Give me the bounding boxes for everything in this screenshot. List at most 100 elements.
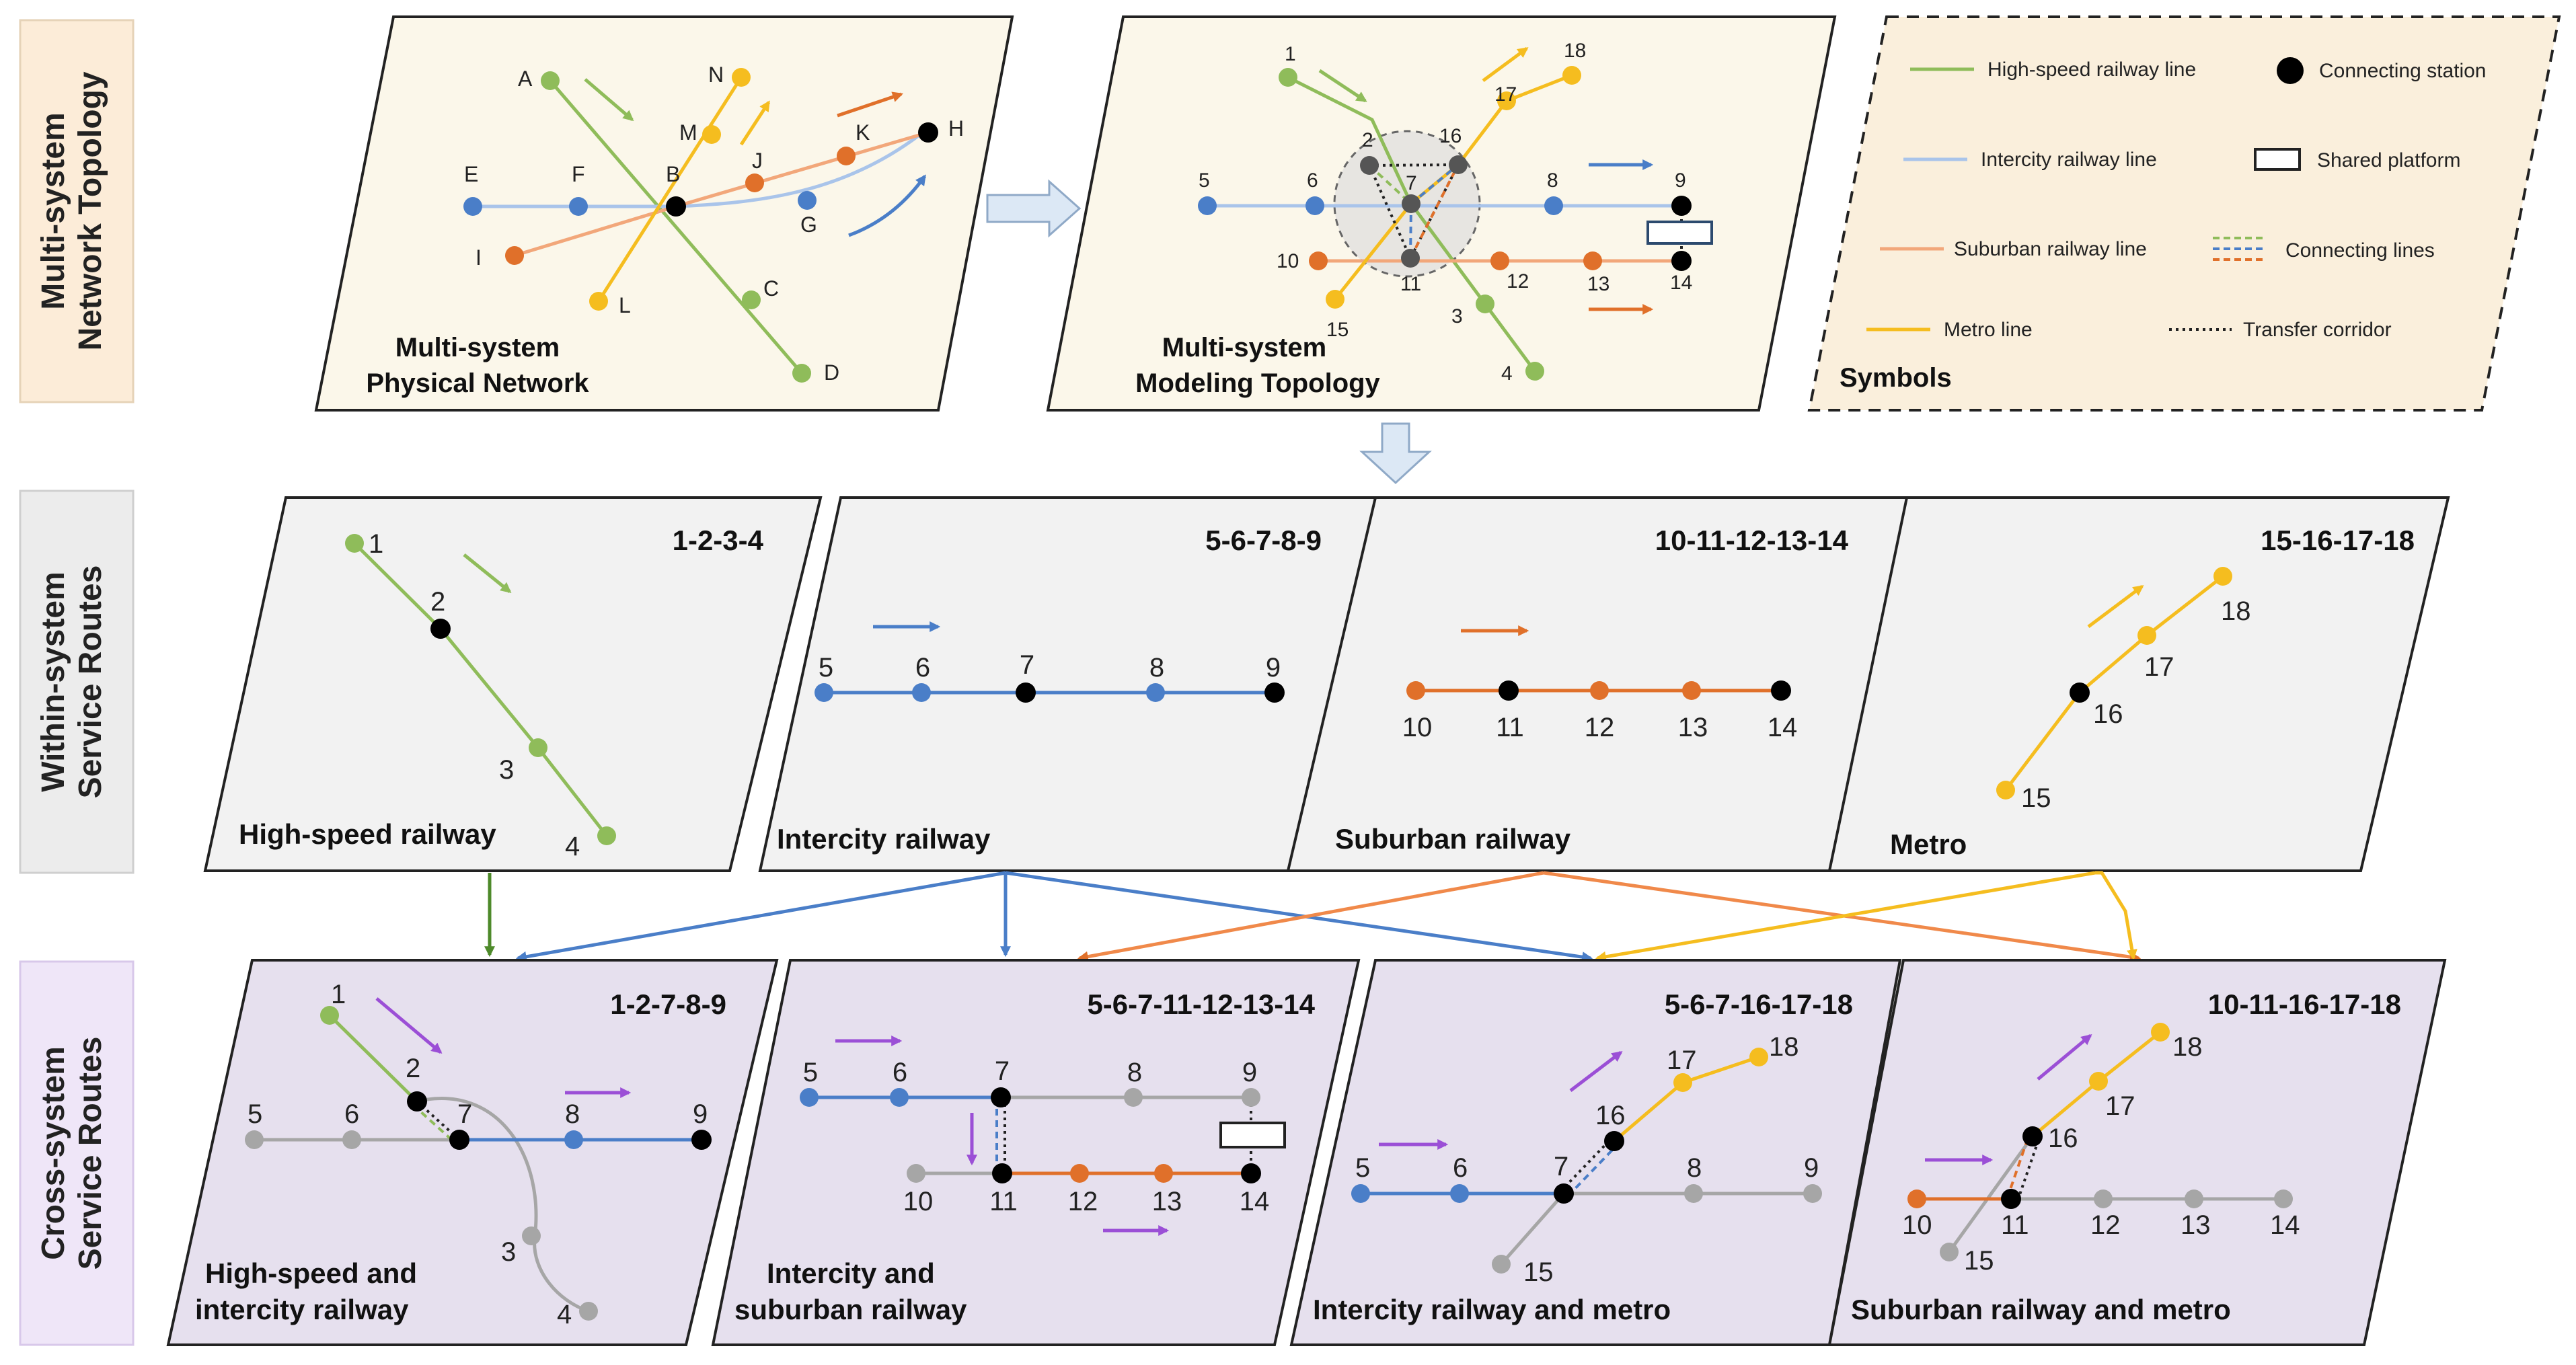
- label-9: 9: [1804, 1153, 1819, 1183]
- station-h: [918, 122, 938, 143]
- station-label-j: J: [752, 149, 763, 173]
- station-15: [1996, 781, 2015, 800]
- arrow-route-direction: [375, 997, 443, 1054]
- label-8: 8: [1127, 1058, 1142, 1087]
- label-14: 14: [2270, 1210, 2300, 1240]
- label-10: 10: [1402, 713, 1433, 742]
- label-6: 6: [1307, 169, 1318, 192]
- transform-arrow-down: [1359, 422, 1432, 485]
- label-9: 9: [1242, 1058, 1257, 1087]
- legend-platform-label: Shared platform: [2317, 149, 2460, 171]
- station-16: [1604, 1131, 1624, 1151]
- station-13: [1154, 1164, 1173, 1183]
- route-caption-line1: High-speed and: [205, 1257, 417, 1289]
- label-5: 5: [1355, 1153, 1370, 1183]
- inactive-hsr-tail: [416, 1097, 589, 1313]
- station-9: [691, 1130, 712, 1150]
- station-2: [430, 619, 451, 639]
- label-3: 3: [501, 1237, 516, 1267]
- route-code: 1-2-3-4: [673, 524, 764, 556]
- metro-line: [597, 76, 743, 303]
- connecting-line-orange: [1409, 164, 1460, 259]
- route-code: 5-6-7-8-9: [1205, 524, 1322, 556]
- panel-modeling-topology: 1 2 3 4 5 6 7 8 9 10 11 12 13 14 15 16 1…: [1046, 15, 1837, 412]
- station-3: [1476, 295, 1494, 313]
- station-16: [2070, 682, 2090, 703]
- station-n: [732, 68, 751, 87]
- station-5: [1198, 196, 1217, 215]
- station-17: [1673, 1073, 1692, 1092]
- label-1: 1: [1285, 43, 1296, 65]
- station-4: [579, 1302, 598, 1321]
- legend-title: Symbols: [1840, 363, 1952, 393]
- label-4: 4: [1501, 362, 1513, 385]
- station-17: [2089, 1072, 2108, 1091]
- label-16: 16: [2048, 1124, 2078, 1153]
- panel-cross-hsr-icr: 1 2 5 6 7 8 9 3 4 1-2-7-8-9 High-speed a…: [166, 959, 779, 1346]
- transform-arrow-right: [986, 179, 1082, 238]
- label-3: 3: [1451, 305, 1463, 327]
- label-5: 5: [819, 653, 833, 682]
- label-2: 2: [430, 587, 445, 617]
- station-8: [1124, 1088, 1143, 1107]
- station-a: [541, 71, 560, 90]
- label-10: 10: [1902, 1210, 1932, 1240]
- station-9: [1803, 1184, 1822, 1203]
- legend-sub-label: Suburban railway line: [1954, 238, 2147, 260]
- station-label-h: H: [948, 116, 964, 141]
- station-5: [1351, 1184, 1370, 1203]
- station-11: [1499, 680, 1519, 701]
- legend-item-station: Connecting station: [2277, 57, 2487, 84]
- label-17: 17: [2144, 652, 2174, 682]
- station-18: [2151, 1023, 2170, 1042]
- station-18: [1562, 66, 1581, 85]
- station-7: [449, 1130, 469, 1150]
- panel-within-hsr: 1 2 3 4 1-2-3-4 High-speed railway: [203, 496, 823, 872]
- row-label-topology-line1: Multi-system: [36, 112, 71, 309]
- label-12: 12: [1507, 270, 1529, 292]
- station-6: [1450, 1184, 1469, 1203]
- station-7: [1016, 682, 1036, 703]
- label-9: 9: [1266, 653, 1281, 682]
- label-8: 8: [1547, 169, 1558, 192]
- legend-connecting-label: Connecting lines: [2285, 239, 2435, 262]
- legend-transfer-label: Transfer corridor: [2243, 319, 2392, 341]
- label-16: 16: [2093, 699, 2123, 729]
- route-code: 5-6-7-16-17-18: [1665, 988, 1853, 1020]
- arrow-metro-direction: [2087, 585, 2144, 628]
- station-6: [890, 1088, 909, 1107]
- label-13: 13: [1678, 713, 1708, 742]
- station-1: [320, 1006, 339, 1025]
- station-3: [529, 738, 547, 757]
- row-label-within-line2: Service Routes: [73, 566, 108, 799]
- label-17: 17: [2105, 1091, 2135, 1121]
- station-12: [1590, 681, 1609, 700]
- label-10: 10: [1277, 250, 1299, 272]
- row-label-cross: Cross-system Service Routes: [19, 960, 135, 1346]
- station-l: [589, 292, 608, 311]
- panel-cross-sub-metro: 10 11 12 13 14 15 16 17 18 10-11-16-17-1…: [1827, 959, 2447, 1346]
- label-13: 13: [2181, 1210, 2211, 1240]
- label-18: 18: [2172, 1032, 2203, 1062]
- label-11: 11: [1400, 273, 1421, 295]
- connecting-line-blue: [1409, 203, 1412, 259]
- station-18: [2213, 567, 2232, 586]
- legend-metro-label: Metro line: [1944, 319, 2033, 341]
- station-1: [345, 534, 364, 553]
- station-i: [505, 246, 524, 265]
- arrow-sub-direction: [837, 91, 904, 118]
- route-code: 5-6-7-11-12-13-14: [1087, 988, 1315, 1020]
- label-17: 17: [1494, 83, 1517, 106]
- route-caption-line1: Intercity and: [767, 1257, 935, 1289]
- station-label-a: A: [518, 67, 533, 91]
- station-label-c: C: [763, 276, 779, 301]
- route-code: 10-11-12-13-14: [1655, 524, 1849, 556]
- label-5: 5: [248, 1099, 262, 1129]
- legend-item-transfer: Transfer corridor: [2169, 319, 2392, 341]
- station-14: [1241, 1163, 1261, 1183]
- station-label-l: L: [619, 293, 631, 317]
- connecting-line-green: [1368, 164, 1412, 205]
- label-15: 15: [2021, 783, 2051, 813]
- station-11: [992, 1163, 1012, 1183]
- panel-within-metro: 15 16 17 18 15-16-17-18 Metro: [1827, 496, 2450, 872]
